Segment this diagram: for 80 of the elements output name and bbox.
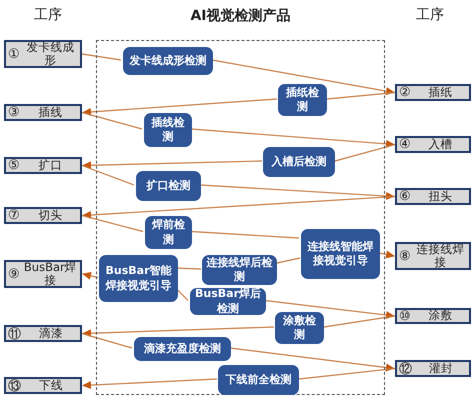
- arrow: [82, 98, 278, 116]
- process-step-box: [4, 377, 82, 394]
- step-number: ⑩: [399, 308, 411, 324]
- connector-line: [298, 368, 396, 380]
- inspection-box: BusBar智能焊接视觉引导: [99, 255, 178, 302]
- inspection-box: 扩口检测: [136, 171, 201, 201]
- step-name: 发卡线成形: [25, 40, 76, 68]
- inspection-box: 插纸检测: [278, 84, 327, 116]
- step-name: 插线: [37, 106, 64, 120]
- step-number: ⑬: [8, 378, 21, 394]
- inspection-box: 连接线智能焊接视觉引导: [301, 229, 380, 279]
- process-step-box: [395, 242, 471, 270]
- process-step-box: [4, 104, 82, 121]
- step-number: ⑦: [8, 208, 20, 223]
- step-number: ⑤: [8, 158, 20, 173]
- step-name: 滴漆: [38, 326, 64, 340]
- arrow: [82, 272, 98, 280]
- arrow: [82, 326, 274, 338]
- connector-line: [82, 332, 132, 349]
- arrow: [82, 378, 218, 390]
- inspection-box: 连接线焊后检测: [202, 255, 277, 285]
- arrow: [378, 250, 395, 258]
- connector-line: [326, 92, 396, 100]
- connector-line: [82, 112, 142, 130]
- process-step-box: [395, 136, 471, 153]
- inspection-box: 滴漆充盈度检测: [134, 337, 231, 361]
- inspection-box: 入槽后检测: [263, 147, 335, 177]
- step-number: ②: [399, 85, 411, 100]
- step-number: ⑫: [399, 360, 412, 378]
- step-name: 连接线焊接: [415, 242, 466, 270]
- arrow: [190, 128, 395, 148]
- connector-line: [82, 214, 144, 232]
- step-name: 下线: [38, 378, 64, 392]
- arrow: [200, 184, 395, 200]
- step-name: 涂敷: [427, 309, 454, 323]
- step-number: ⑨: [8, 266, 20, 282]
- connector-line: [82, 164, 134, 186]
- connector-line: [82, 53, 122, 61]
- connector-line: [190, 230, 300, 239]
- inspection-box: 下线前全检测: [218, 365, 299, 395]
- column-heading: 工序: [34, 6, 62, 24]
- step-name: 扭头: [427, 190, 454, 204]
- inspection-box: 发卡线成形检测: [123, 47, 213, 75]
- step-name: 切头: [37, 208, 64, 222]
- step-name: 扩口: [37, 158, 64, 172]
- process-step-box: [4, 40, 82, 68]
- connector-line: [324, 315, 396, 328]
- step-name: 灌封: [428, 362, 454, 376]
- inspection-box: BusBar焊后检测: [190, 288, 266, 315]
- arrow: [230, 347, 395, 372]
- arrow: [82, 160, 262, 170]
- process-step-box: [395, 188, 471, 205]
- group-heading: AI视觉检测产品: [189, 7, 292, 25]
- process-step-box: [395, 308, 471, 324]
- step-name: 插纸: [427, 86, 454, 100]
- inspection-box: 插线检测: [144, 113, 192, 147]
- process-step-box: [4, 207, 82, 224]
- inspection-box: 涂敷检测: [275, 312, 324, 344]
- arrow: [212, 59, 395, 96]
- step-name: 入槽: [427, 138, 454, 152]
- step-number: ⑪: [8, 326, 21, 342]
- process-step-box: [395, 360, 471, 377]
- inspection-box: 焊前检测: [145, 216, 192, 249]
- step-number: ⑥: [399, 189, 411, 204]
- arrow: [82, 196, 396, 219]
- connector-line: [334, 144, 396, 162]
- step-number: ⑧: [399, 248, 411, 264]
- step-number: ④: [399, 137, 411, 152]
- connector-line: [178, 268, 202, 270]
- connector-line: [276, 257, 300, 264]
- step-number: ③: [8, 105, 20, 120]
- process-step-box: [4, 260, 82, 288]
- process-step-box: [4, 325, 82, 342]
- connector-line: [176, 288, 188, 301]
- column-heading: 工序: [416, 6, 444, 24]
- process-step-box: [4, 157, 82, 174]
- arrow: [264, 300, 395, 320]
- process-step-box: [395, 84, 471, 101]
- step-number: ①: [8, 46, 20, 62]
- step-name: BusBar焊接: [22, 260, 78, 288]
